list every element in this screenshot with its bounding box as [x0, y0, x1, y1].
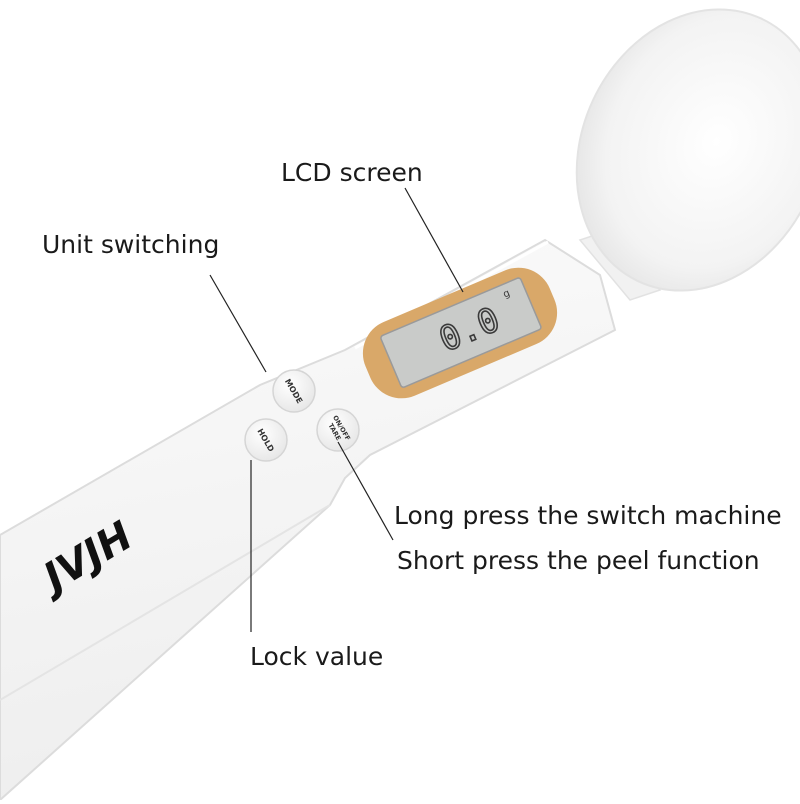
lcd-display: 0.0 g: [362, 267, 558, 399]
onoff-tare-button[interactable]: ON/OFF TARE: [316, 408, 360, 452]
lcd-screen-label: LCD screen: [281, 158, 423, 187]
spoon-bowl: [575, 8, 800, 301]
mode-button[interactable]: MODE: [272, 369, 316, 413]
lcd-unit: g: [502, 288, 512, 301]
callout-line-mode: [209, 274, 267, 373]
callout-lines: [209, 187, 464, 632]
callout-line-onoff: [337, 441, 394, 541]
long-press-label: Long press the switch machine: [394, 501, 782, 530]
short-press-label: Short press the peel function: [397, 546, 760, 575]
lock-value-label: Lock value: [250, 642, 384, 671]
lcd-screen: [380, 277, 542, 388]
unit-switching-label: Unit switching: [42, 230, 220, 259]
hold-button[interactable]: HOLD: [244, 418, 288, 462]
callout-line-lcd: [404, 187, 464, 293]
